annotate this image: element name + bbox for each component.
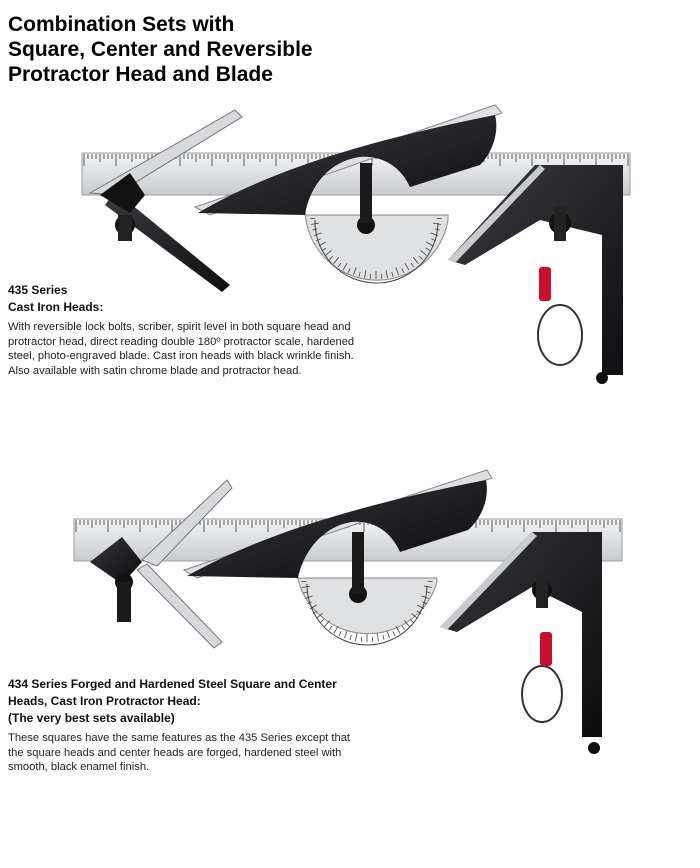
section-434-body-line: These squares have the same features as …: [8, 732, 351, 744]
protractor-head: [182, 469, 493, 646]
square-head: [440, 532, 602, 754]
brand-badge: [539, 267, 551, 301]
section-435: 435 Series Cast Iron Heads: With reversi…: [8, 282, 355, 378]
title-line-1: Combination Sets with: [8, 13, 235, 36]
protractor-head: [193, 104, 503, 284]
section-434-heading-line-2: Heads, Cast Iron Protractor Head:: [8, 694, 201, 708]
combination-set-435-image: [81, 104, 631, 384]
page-title: Combination Sets with Square, Center and…: [8, 12, 428, 87]
center-head: [90, 479, 233, 649]
section-434-body-line: smooth, black enamel finish.: [8, 761, 150, 774]
section-434-heading-line-3: (The very best sets available): [8, 711, 175, 725]
title-line-3: Protractor Head and Blade: [8, 63, 273, 86]
center-head: [88, 109, 243, 292]
title-line-2: Square, Center and Reversible: [8, 38, 313, 61]
section-435-heading-line-2: Cast Iron Heads:: [8, 300, 104, 314]
section-435-heading-line-1: 435 Series: [8, 283, 68, 297]
section-435-description: With reversible lock bolts, scriber, spi…: [8, 320, 355, 378]
section-434-heading: 434 Series Forged and Hardened Steel Squ…: [8, 676, 358, 727]
combination-set-434-image: [73, 469, 623, 754]
section-434-body-line: the square heads and center heads are fo…: [8, 746, 342, 759]
section-435-body-line: With reversible lock bolts, scriber, spi…: [8, 321, 351, 333]
section-434-heading-line-1: 434 Series Forged and Hardened Steel Squ…: [8, 677, 337, 691]
section-435-body-line: steel, photo-engraved blade. Cast iron h…: [8, 350, 354, 363]
section-435-body-line: Also available with satin chrome blade a…: [8, 364, 302, 377]
brand-badge: [540, 632, 552, 666]
square-head: [448, 165, 623, 384]
section-434: 434 Series Forged and Hardened Steel Squ…: [8, 676, 358, 775]
section-434-description: These squares have the same features as …: [8, 731, 358, 775]
section-435-heading: 435 Series Cast Iron Heads:: [8, 282, 353, 316]
section-435-body-line: protractor head, direct reading double 1…: [8, 335, 355, 348]
